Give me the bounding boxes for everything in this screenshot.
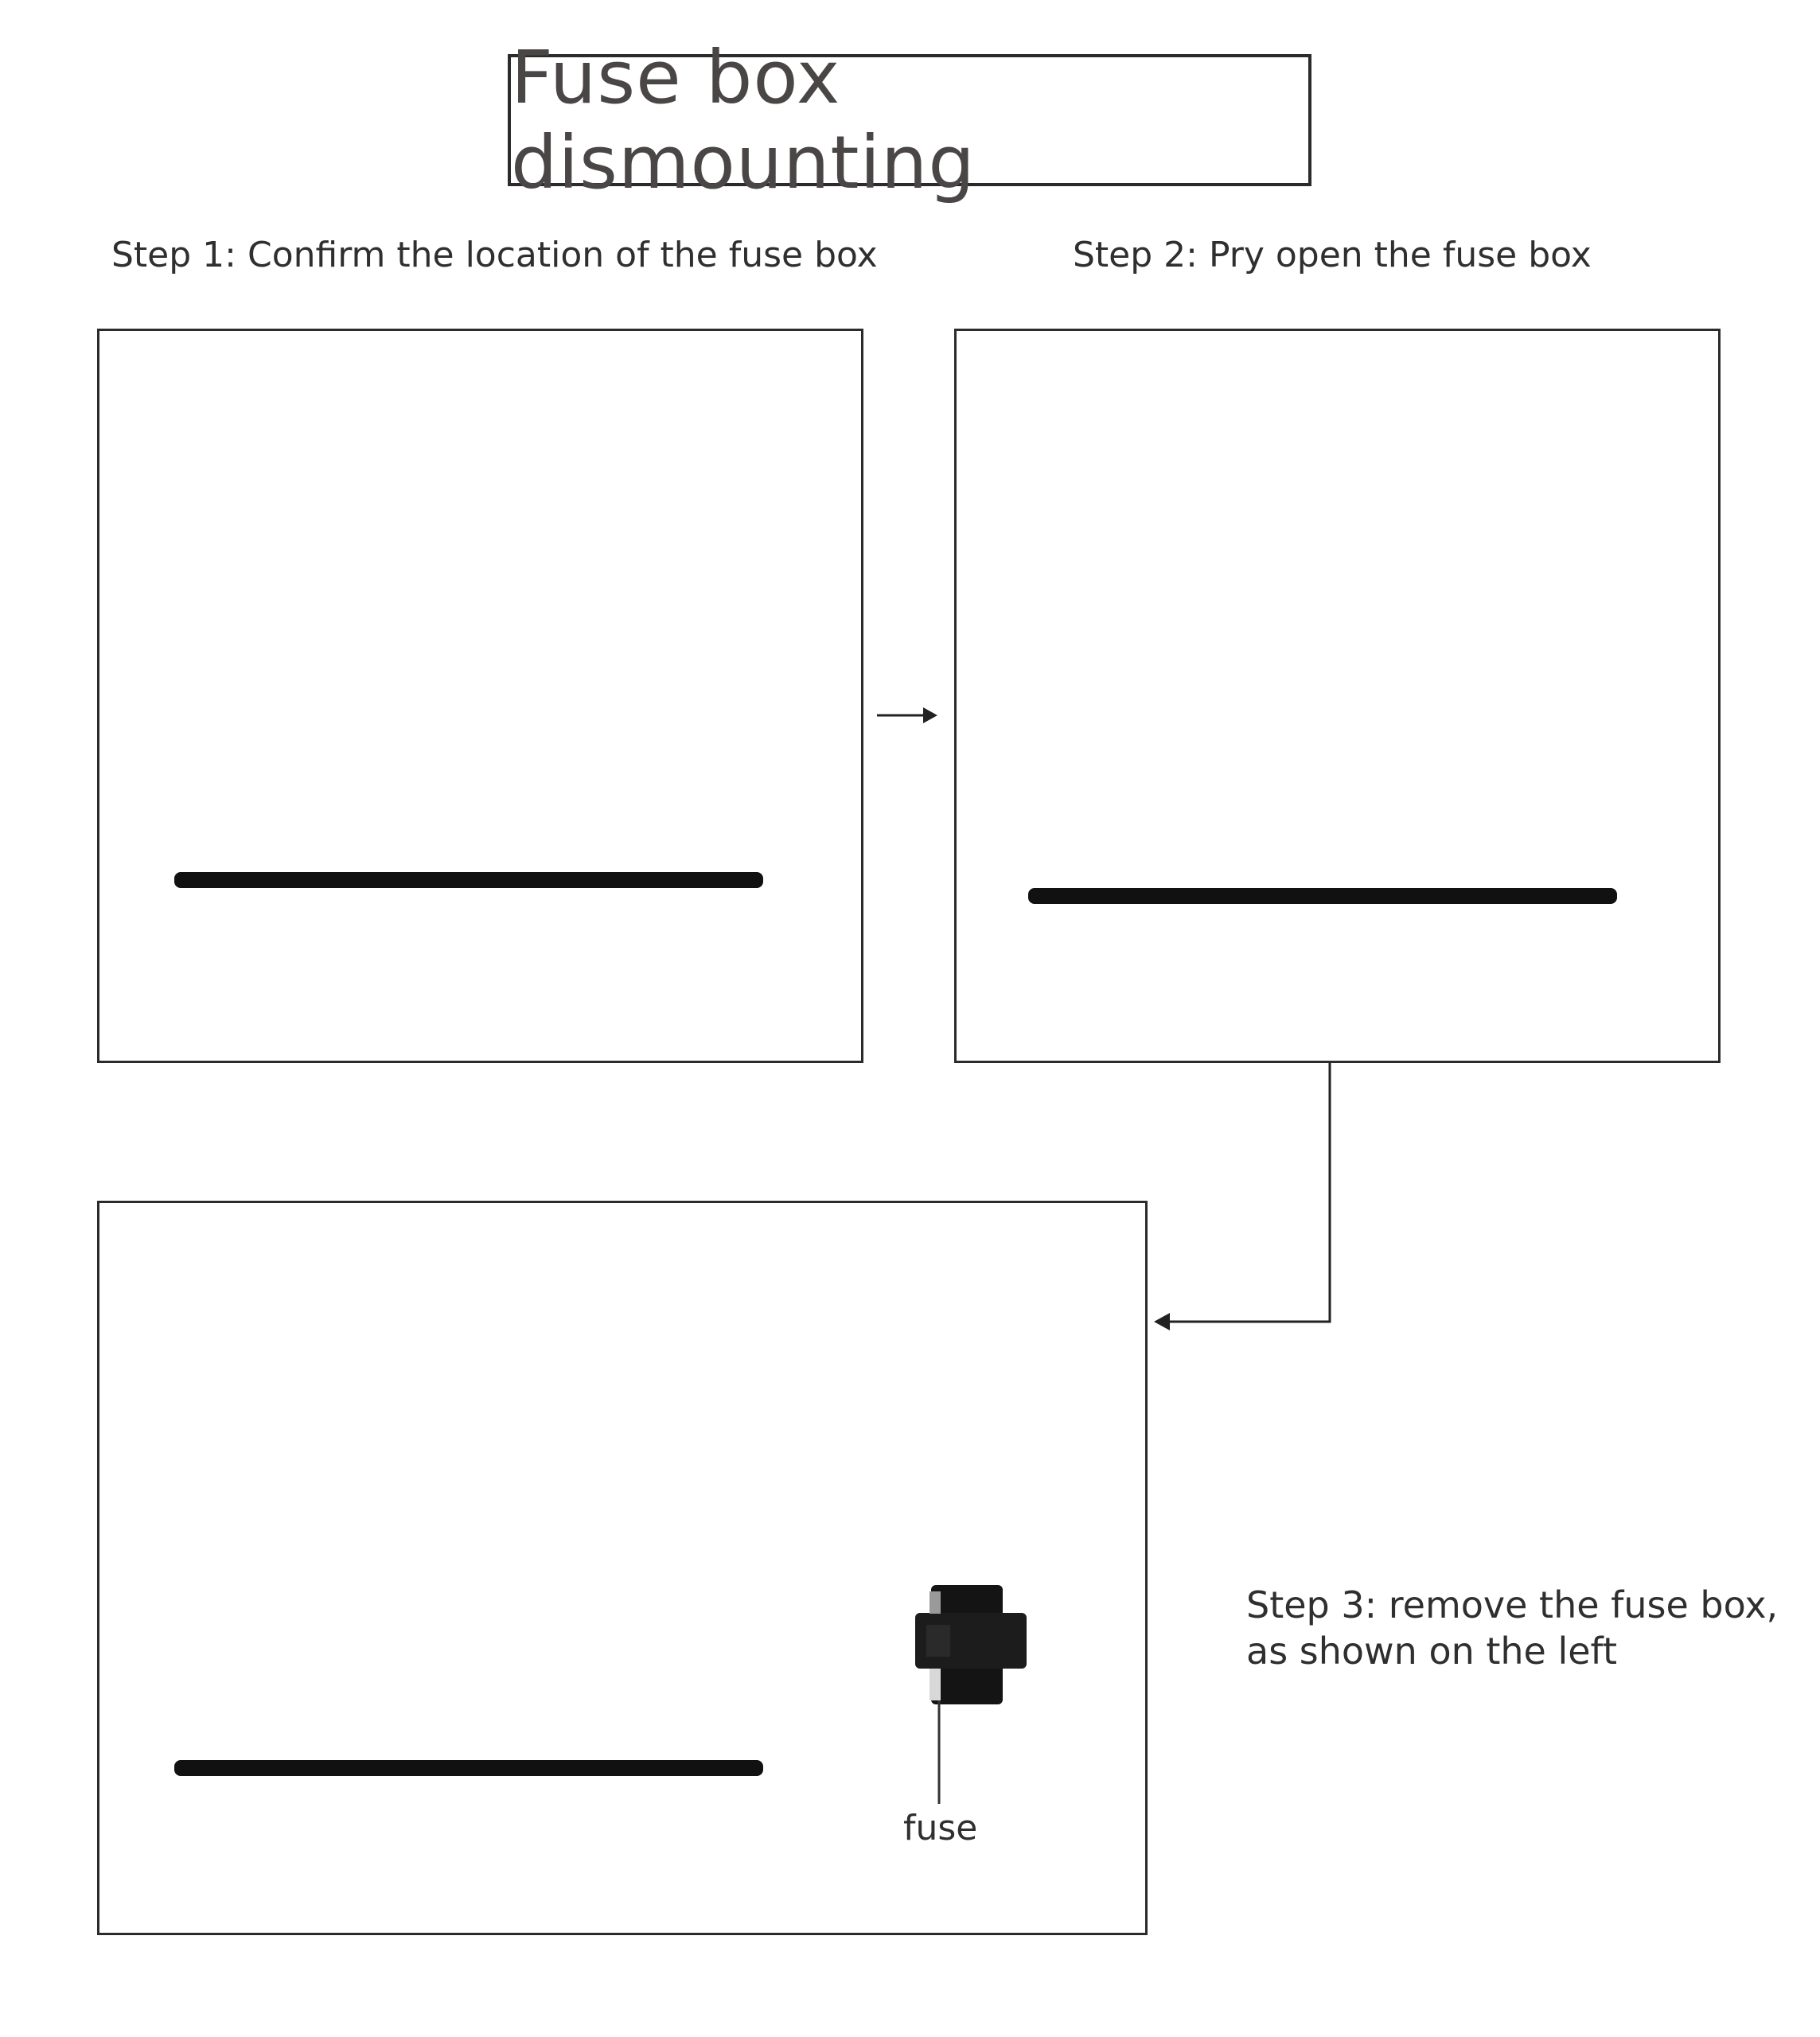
step-1-label: Step 1: Confirm the location of the fuse… xyxy=(111,235,878,275)
arrow-step2-to-step3 xyxy=(1154,1063,1331,1330)
arrow-step1-to-step2 xyxy=(877,707,937,723)
step-1-frame: – O i2C-2SCN www.cputools.cn 230V 50/60H… xyxy=(97,329,863,1063)
step-1-device-image: – O i2C-2SCN www.cputools.cn 230V 50/60H… xyxy=(174,872,763,888)
fuse-label: fuse xyxy=(903,1808,978,1848)
soldering-station-device: – O i2C-2SCN www.cputools.cn 230V 50/60H… xyxy=(174,1760,763,1776)
step-3-device-image: – O i2C-2SCN www.cputools.cn 230V 50/60H… xyxy=(174,1585,1027,1804)
step-3-label-line-2: as shown on the left xyxy=(1246,1630,1617,1673)
step-3-label: Step 3: remove the fuse box, as shown on… xyxy=(1246,1582,1803,1674)
step-2-frame: – O i2C-2SCN www.cputools.cn 230V 50/60H… xyxy=(954,329,1721,1063)
step-2-label: Step 2: Pry open the fuse box xyxy=(1073,235,1592,275)
step-3-label-line-1: Step 3: remove the fuse box, xyxy=(1246,1583,1779,1626)
soldering-station-device: – O i2C-2SCN www.cputools.cn 230V 50/60H… xyxy=(174,872,763,888)
step-3-frame: – O i2C-2SCN www.cputools.cn 230V 50/60H… xyxy=(97,1201,1778,1935)
step-2-device-image: – O i2C-2SCN www.cputools.cn 230V 50/60H… xyxy=(1028,888,1617,904)
page-title: Fuse box dismounting xyxy=(511,35,976,205)
title-box: Fuse box dismounting xyxy=(508,35,1311,205)
fuse-holder xyxy=(915,1585,1027,1704)
soldering-station-device: – O i2C-2SCN www.cputools.cn 230V 50/60H… xyxy=(1028,888,1617,904)
